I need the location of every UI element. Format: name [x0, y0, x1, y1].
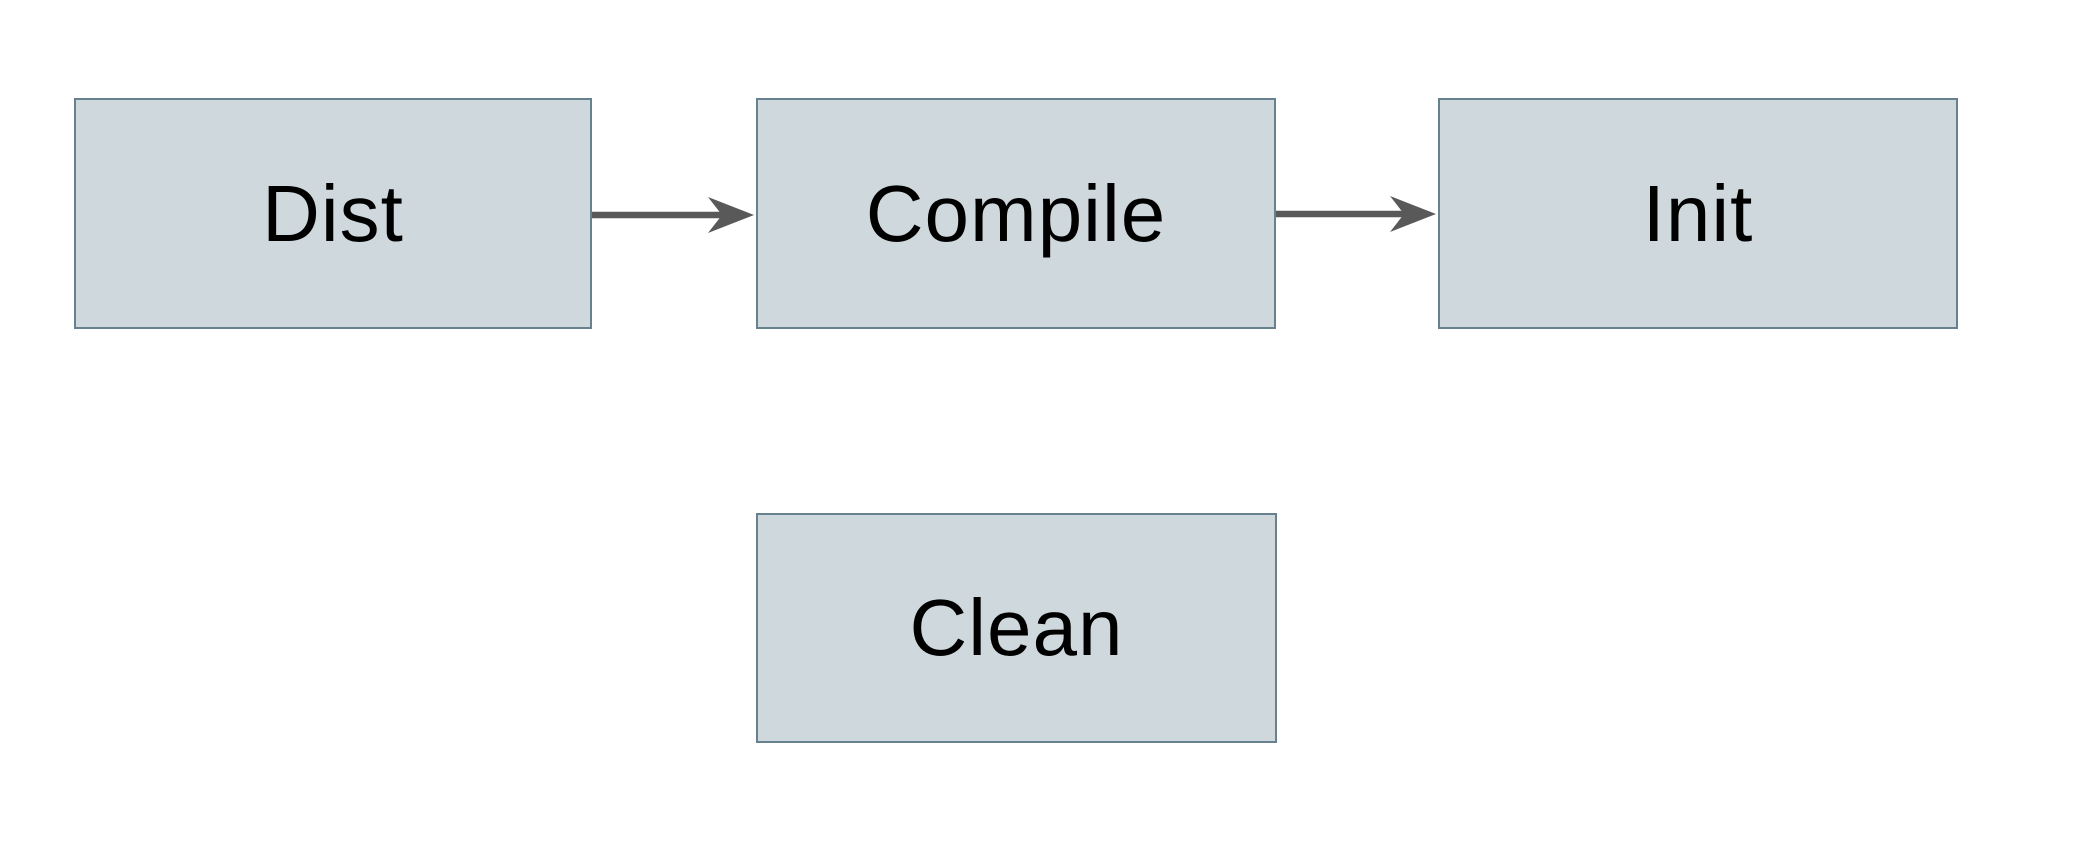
node-init[interactable]: Init — [1438, 98, 1958, 329]
node-clean-label: Clean — [909, 583, 1124, 672]
node-dist[interactable]: Dist — [74, 98, 592, 329]
arrow-dist-to-compile[interactable] — [592, 197, 754, 233]
node-dist-label: Dist — [262, 168, 404, 258]
node-init-label: Init — [1642, 168, 1754, 258]
arrow-compile-to-init[interactable] — [1276, 196, 1436, 232]
node-compile-label: Compile — [865, 168, 1167, 258]
node-compile[interactable]: Compile — [756, 98, 1276, 329]
node-clean[interactable]: Clean — [756, 513, 1277, 743]
